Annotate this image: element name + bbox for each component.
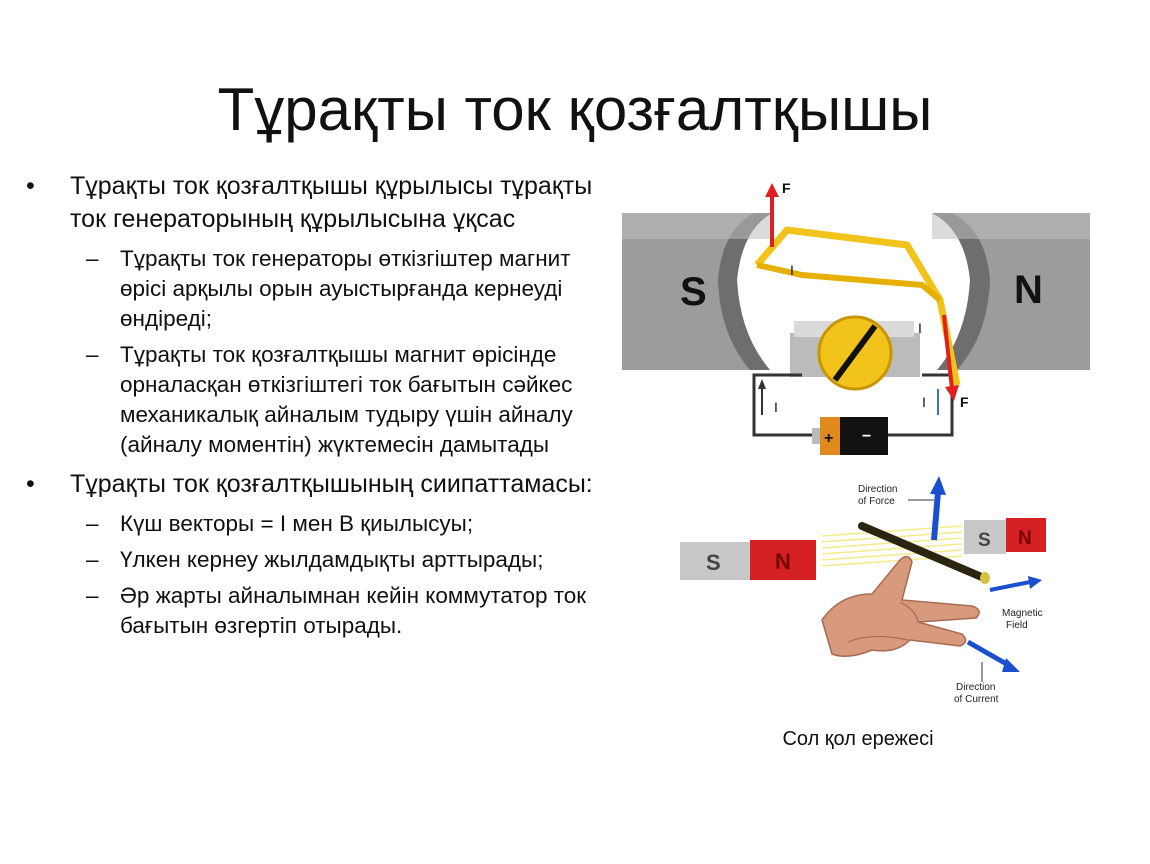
- current-label-right: I: [918, 320, 922, 336]
- battery-minus-label: −: [862, 428, 871, 445]
- wire-right: [884, 373, 954, 437]
- left-hand: [821, 555, 980, 657]
- dc-motor-diagram: S N + − F F I I I I: [622, 180, 1090, 455]
- magnetic-field-label-1: Magnetic: [1002, 608, 1043, 619]
- force-label-top: F: [782, 180, 791, 196]
- wire-left: [752, 373, 822, 437]
- current-direction-arrow: [966, 639, 1012, 669]
- bullet-list: Тұрақты ток қозғалтқышы құрылысы тұрақты…: [26, 170, 616, 649]
- bullet-construction: Тұрақты ток қозғалтқышы құрылысы тұрақты…: [26, 170, 616, 236]
- magnetic-field-arrow: [989, 580, 1031, 592]
- current-label-coil: I: [790, 262, 794, 278]
- force-direction-label-1: Direction: [858, 484, 897, 495]
- slide-title: Тұрақты ток қозғалтқышы: [217, 76, 933, 143]
- right-bar-magnet: [964, 518, 1046, 554]
- sub-bullet-voltage-speed: Үлкен кернеу жылдамдықты арттырады;: [26, 545, 616, 575]
- sub-list-characteristics: Күш векторы = I мен B қиылысуы; Үлкен ке…: [26, 509, 616, 641]
- battery-plus-label: +: [824, 430, 833, 447]
- right-magnet-n-label: N: [1018, 528, 1032, 549]
- current-direction-label-1: Direction: [956, 682, 995, 693]
- force-label-bottom: F: [960, 394, 969, 410]
- left-magnet-n-label: N: [775, 549, 791, 574]
- south-label: S: [680, 270, 707, 314]
- sub-bullet-motor: Тұрақты ток қозғалтқышы магнит өрісінде …: [26, 340, 616, 460]
- magnetic-field-label-2: Field: [1006, 620, 1028, 631]
- current-label-left-wire: I: [774, 399, 778, 415]
- bullet-characteristics: Тұрақты ток қозғалтқышының сиипаттамасы:: [26, 468, 616, 501]
- left-hand-rule-caption: Сол қол ережесі: [782, 728, 934, 750]
- current-direction-label-2: of Current: [954, 694, 999, 705]
- sub-bullet-force-vector: Күш векторы = I мен B қиылысуы;: [26, 509, 616, 539]
- sub-bullet-commutator: Әр жарты айналымнан кейін коммутатор ток…: [26, 581, 616, 641]
- right-magnet-s-label: S: [978, 530, 991, 551]
- force-direction-label-2: of Force: [858, 496, 895, 507]
- north-label: N: [1014, 268, 1043, 312]
- current-label-right-wire: I: [922, 394, 926, 410]
- left-bar-magnet: [680, 540, 816, 580]
- force-arrow-down: [942, 314, 954, 390]
- sub-list-construction: Тұрақты ток генераторы өткізгіштер магни…: [26, 244, 616, 460]
- left-hand-rule-figure: S N S N Direction of Force Magnetic Fiel…: [680, 476, 1046, 705]
- conductor-rod: [858, 522, 988, 582]
- sub-bullet-generator: Тұрақты ток генераторы өткізгіштер магни…: [26, 244, 616, 334]
- force-direction-arrow: [931, 491, 941, 541]
- left-magnet-s-label: S: [706, 550, 721, 575]
